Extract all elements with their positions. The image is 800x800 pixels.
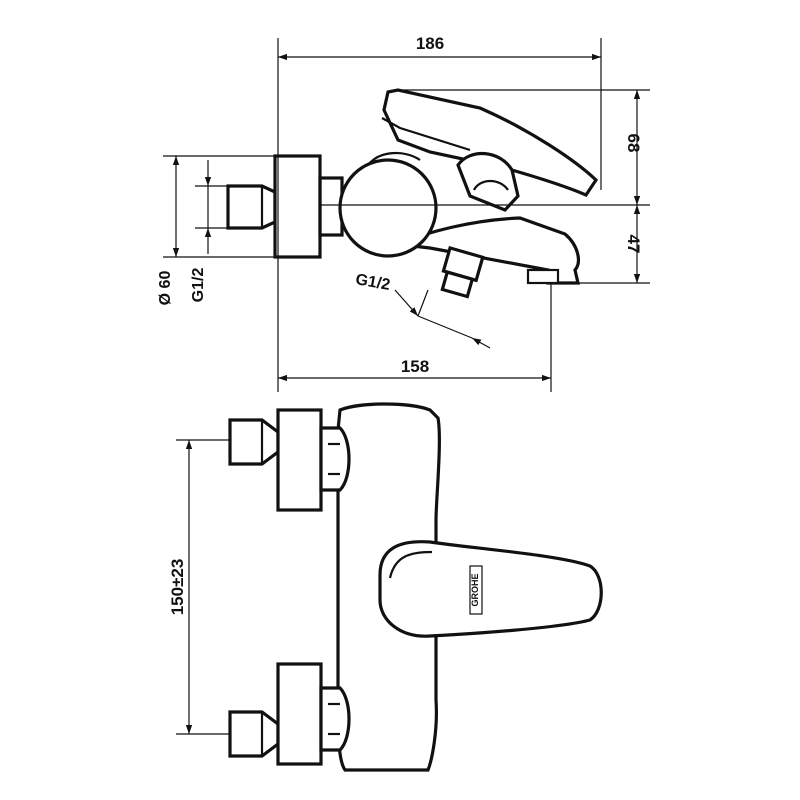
front-upper-rosette <box>276 408 323 512</box>
side-outlet-nozzle <box>526 268 560 285</box>
front-upper-inlet <box>228 418 280 466</box>
side-view <box>226 88 599 299</box>
front-lower-inlet <box>228 710 280 758</box>
side-wall-rosette <box>273 154 322 259</box>
dim-label-height-upper: 68 <box>624 134 643 153</box>
front-view: GROHE <box>228 402 603 772</box>
side-dimensions <box>163 38 650 392</box>
side-spout <box>394 216 581 285</box>
side-inlet-connector <box>226 184 277 230</box>
front-lower-rosette <box>276 662 323 766</box>
front-upper-nut <box>319 426 351 492</box>
dim-label-top-width: 186 <box>416 34 444 53</box>
dim-label-thread-left: G1/2 <box>190 268 207 303</box>
front-dimensions <box>176 439 230 735</box>
dim-label-thread-outlet: G1/2 <box>354 271 391 294</box>
dim-label-height-lower: 47 <box>624 235 643 254</box>
dim-label-bottom-width: 158 <box>401 357 429 376</box>
dim-label-spacing: 150±23 <box>168 559 187 616</box>
front-brand-mark: GROHE <box>470 573 480 606</box>
front-lower-nut <box>319 686 351 752</box>
front-lever-handle <box>378 540 603 638</box>
dim-label-diameter: Ø 60 <box>157 271 174 306</box>
side-shower-outlet <box>440 245 485 299</box>
side-valve-body <box>338 158 438 258</box>
